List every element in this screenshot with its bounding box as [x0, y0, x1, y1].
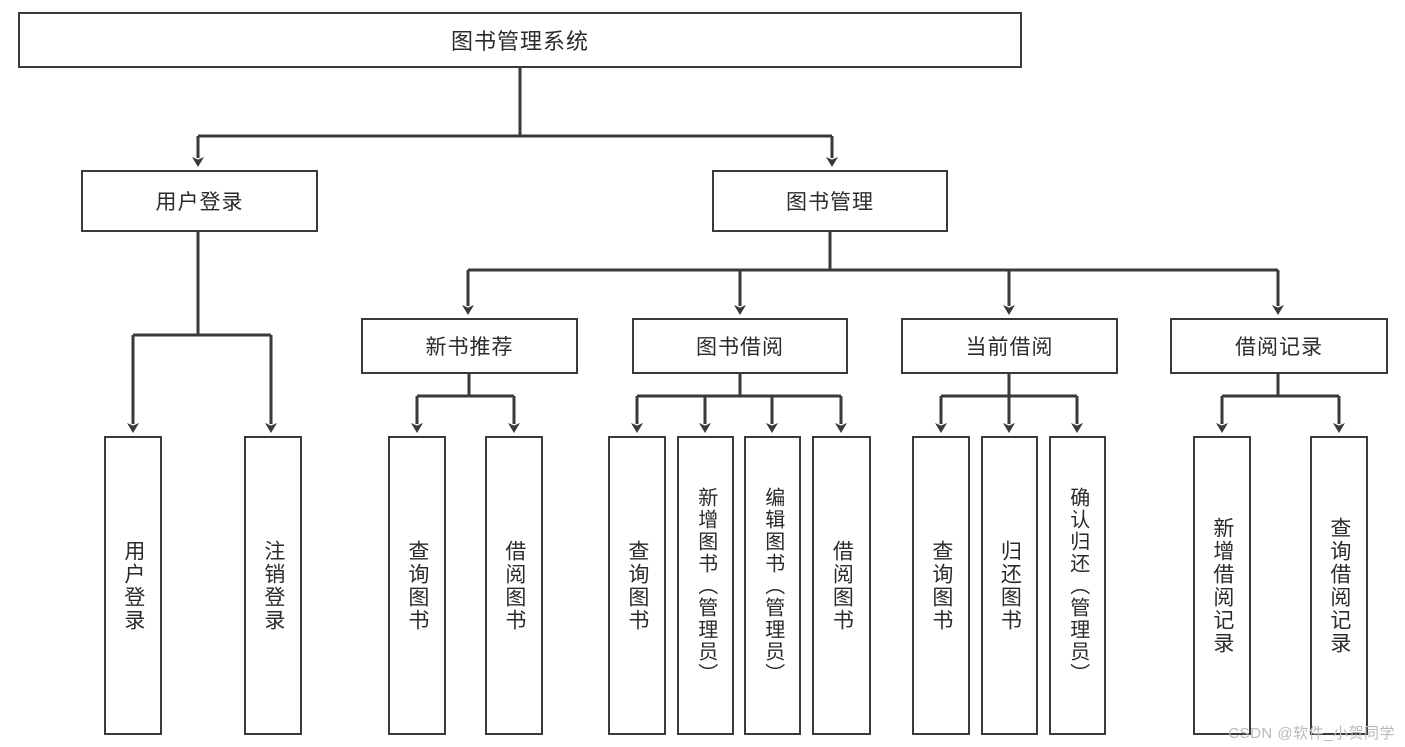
- node-borrow-record[interactable]: 借阅记录: [1170, 318, 1388, 374]
- leaf-label: 查询图书: [405, 539, 429, 632]
- leaf-borrow-book[interactable]: 借阅图书: [812, 436, 871, 735]
- leaf-query-borrow-record[interactable]: 查询借阅记录: [1310, 436, 1368, 735]
- leaf-label: 编辑图书（管理员）: [761, 486, 784, 685]
- node-book-borrow[interactable]: 图书借阅: [632, 318, 848, 374]
- leaf-confirm-return-admin[interactable]: 确认归还（管理员）: [1049, 436, 1106, 735]
- leaf-query-book-current[interactable]: 查询图书: [912, 436, 970, 735]
- leaf-label: 注销登录: [261, 539, 285, 632]
- node-user-login[interactable]: 用户登录: [81, 170, 318, 232]
- leaf-label: 查询借阅记录: [1327, 516, 1351, 655]
- leaf-query-book-recommend[interactable]: 查询图书: [388, 436, 446, 735]
- leaf-label: 借阅图书: [502, 539, 526, 632]
- watermark-csdn: CSDN @软件_小贺同学: [1228, 725, 1395, 742]
- leaf-label: 用户登录: [121, 539, 145, 632]
- leaf-label: 查询图书: [929, 539, 953, 632]
- node-new-book-recommend[interactable]: 新书推荐: [361, 318, 578, 374]
- leaf-user-login[interactable]: 用户登录: [104, 436, 162, 735]
- node-root-book-management-system[interactable]: 图书管理系统: [18, 12, 1022, 68]
- leaf-label: 新增图书（管理员）: [694, 486, 717, 685]
- leaf-label: 借阅图书: [830, 539, 854, 632]
- leaf-label: 确认归还（管理员）: [1066, 486, 1089, 685]
- leaf-label: 归还图书: [998, 539, 1022, 632]
- leaf-add-borrow-record[interactable]: 新增借阅记录: [1193, 436, 1251, 735]
- node-book-management[interactable]: 图书管理: [712, 170, 948, 232]
- node-current-borrow[interactable]: 当前借阅: [901, 318, 1118, 374]
- leaf-return-book[interactable]: 归还图书: [981, 436, 1038, 735]
- leaf-edit-book-admin[interactable]: 编辑图书（管理员）: [744, 436, 801, 735]
- leaf-logout-login[interactable]: 注销登录: [244, 436, 302, 735]
- leaf-query-book-borrow[interactable]: 查询图书: [608, 436, 666, 735]
- leaf-borrow-book-recommend[interactable]: 借阅图书: [485, 436, 543, 735]
- leaf-label: 查询图书: [625, 539, 649, 632]
- leaf-add-book-admin[interactable]: 新增图书（管理员）: [677, 436, 734, 735]
- leaf-label: 新增借阅记录: [1210, 516, 1234, 655]
